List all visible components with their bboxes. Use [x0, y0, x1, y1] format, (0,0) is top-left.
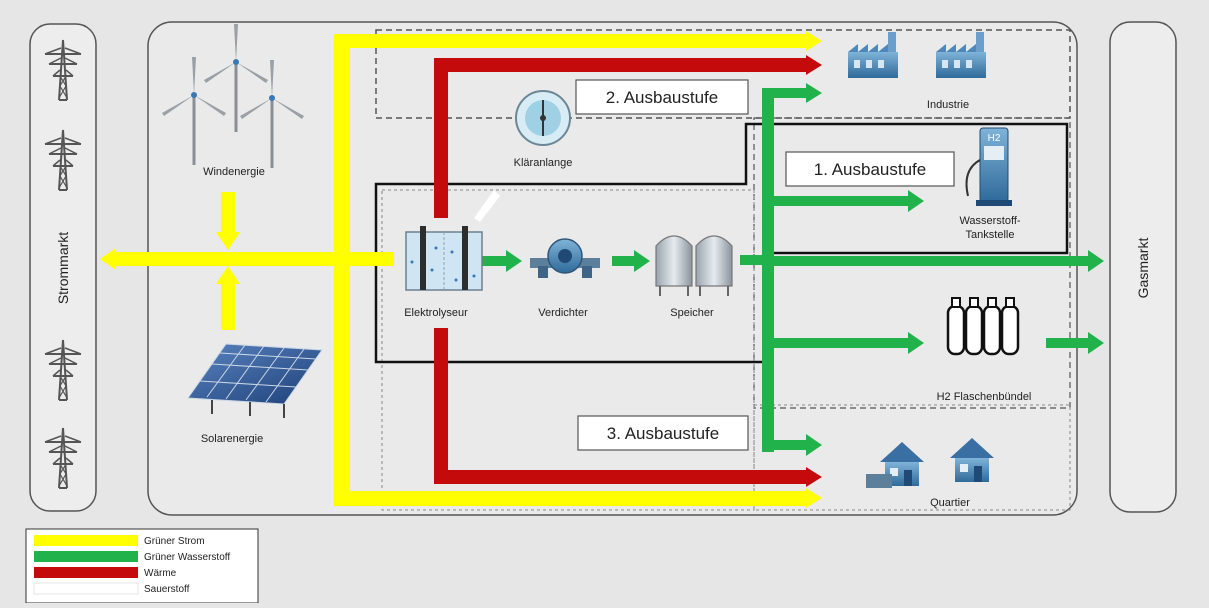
elektrolyseur-label: Elektrolyseur	[404, 307, 468, 319]
strom-flows	[100, 31, 822, 508]
stage2-area	[375, 29, 1071, 119]
verdichter-label: Verdichter	[538, 307, 588, 319]
strommarkt-label: Strommarkt	[55, 232, 71, 304]
legend-swatch-sauerstoff	[33, 582, 139, 595]
h2-badge: H2	[988, 133, 1001, 144]
stage3-label: 3. Ausbaustufe	[607, 424, 719, 443]
tankstelle-label-line1: Wasserstoff-	[959, 215, 1020, 227]
gasmarkt-label: Gasmarkt	[1135, 238, 1151, 299]
industrie-label: Industrie	[927, 99, 969, 111]
solarenergie-label: Solarenergie	[201, 433, 263, 445]
legend-swatch-waerme	[34, 567, 138, 578]
waerme-flows	[434, 55, 822, 487]
sauerstoff-flow	[474, 190, 500, 222]
legend-label-wasserstoff: Grüner Wasserstoff	[144, 552, 230, 563]
hydrogen-station-icon: H2	[965, 127, 1012, 206]
verdichter-icon	[530, 238, 600, 278]
legend: Grüner Strom Grüner Wasserstoff Wärme Sa…	[25, 528, 259, 604]
tankstelle-label-line2: Tankstelle	[966, 229, 1015, 241]
legend-label-sauerstoff: Sauerstoff	[144, 584, 190, 595]
flaschenbuendel-label: H2 Flaschenbündel	[937, 391, 1032, 403]
stage1-box	[785, 151, 955, 187]
solar-panel-icon	[187, 343, 323, 418]
speicher-icon	[655, 235, 733, 296]
quartier-label: Quartier	[930, 497, 970, 509]
klaeranlage-icon	[515, 90, 571, 146]
fence-icon	[866, 474, 892, 488]
system-frame	[147, 21, 1078, 516]
gasmarkt-frame	[1109, 21, 1177, 513]
speicher-label: Speicher	[670, 307, 714, 319]
legend-label-waerme: Wärme	[144, 568, 177, 579]
stage1-area	[374, 122, 1069, 364]
stage3-area-right	[753, 404, 1071, 511]
elektrolyseur-icon	[405, 226, 483, 291]
legend-swatch-wasserstoff	[34, 551, 138, 562]
stage3-area	[381, 189, 755, 511]
legend-label-strom: Grüner Strom	[144, 536, 205, 547]
stage2-box	[575, 79, 749, 115]
klaeranlage-label: Kläranlange	[514, 157, 573, 169]
stage1-label: 1. Ausbaustufe	[814, 160, 926, 179]
strommarkt-frame	[29, 23, 97, 512]
stage2-label: 2. Ausbaustufe	[606, 88, 718, 107]
windenergie-label: Windenergie	[203, 166, 265, 178]
legend-swatch-strom	[34, 535, 138, 546]
stage3-box	[577, 415, 749, 451]
wasserstoff-flows	[482, 83, 1104, 456]
